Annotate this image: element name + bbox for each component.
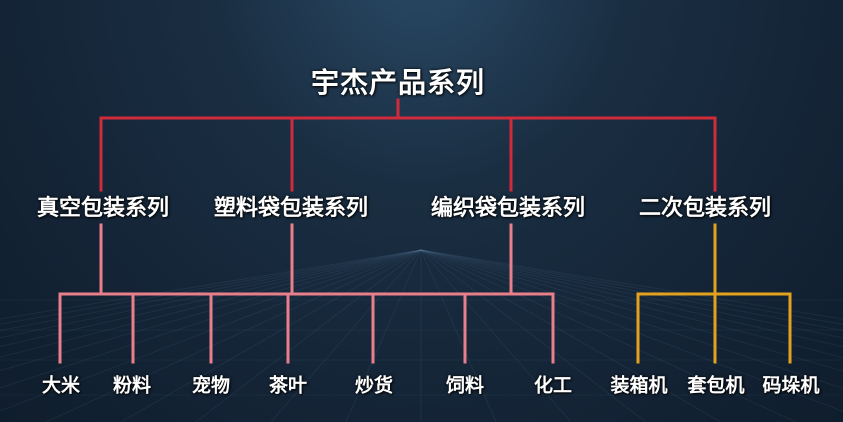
product-node-roasted: 炒货 xyxy=(354,374,394,397)
series-node-vacuum: 真空包装系列 xyxy=(36,196,170,221)
root-node-title: 宇杰产品系列 xyxy=(310,66,486,99)
product-node-rice: 大米 xyxy=(41,374,81,397)
product-node-case-packer: 装箱机 xyxy=(610,374,668,397)
series-node-plastic: 塑料袋包装系列 xyxy=(213,196,369,221)
product-node-feed: 饲料 xyxy=(445,374,485,397)
product-node-pet: 宠物 xyxy=(191,374,231,397)
product-node-powder: 粉料 xyxy=(112,374,152,397)
product-node-chemical: 化工 xyxy=(533,374,573,397)
product-node-bagging-machine: 套包机 xyxy=(687,374,745,397)
product-node-tea: 茶叶 xyxy=(268,374,308,397)
product-node-palletizer: 码垛机 xyxy=(762,374,820,397)
series-node-woven: 编织袋包装系列 xyxy=(430,196,586,221)
series-node-secondary: 二次包装系列 xyxy=(638,196,772,221)
